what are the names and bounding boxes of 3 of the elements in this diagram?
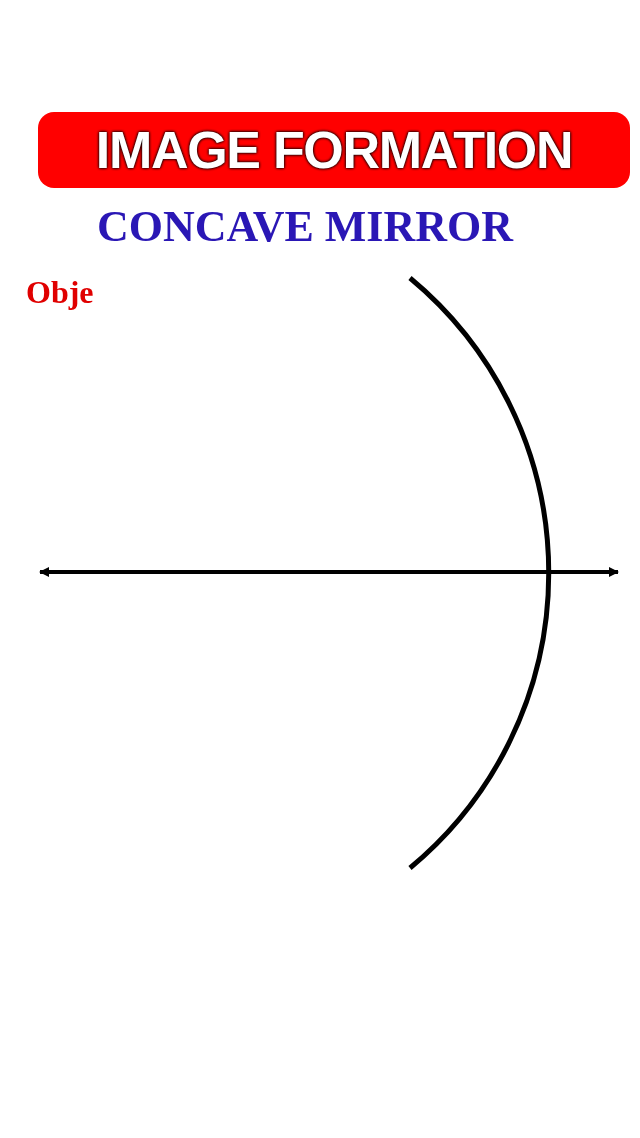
subtitle: CONCAVE MIRROR <box>96 201 515 253</box>
title-banner: IMAGE FORMATION <box>38 112 630 188</box>
object-label: Obje <box>26 273 94 312</box>
